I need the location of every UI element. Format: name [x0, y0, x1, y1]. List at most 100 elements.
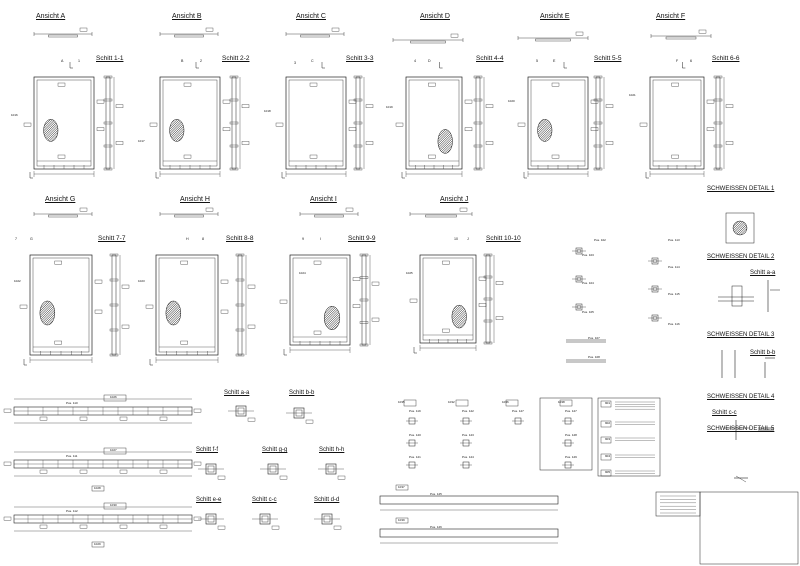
section-title: Schitt a-a: [224, 390, 250, 396]
weld-detail-line: [735, 475, 747, 483]
pos-item: Pos. 102: [594, 238, 606, 242]
position-label: 1026: [110, 395, 117, 399]
beam-tag: [103, 502, 127, 510]
dimension-bubble: [149, 122, 158, 127]
legend-id-box: [600, 453, 612, 461]
section-mark: 1: [78, 59, 80, 63]
section-profile: [475, 76, 481, 170]
weld-detail-frame: [725, 212, 755, 244]
pos-item: Pos. 122: [462, 409, 474, 413]
section-title: Schitt f-f: [196, 447, 219, 453]
dimension-bubble: [145, 304, 154, 309]
legend-id: 901: [605, 401, 611, 405]
dimension-bubble: [671, 154, 679, 159]
dimension-bubble: [39, 469, 48, 474]
section-detail: [593, 98, 603, 102]
beam-tag: [91, 485, 105, 492]
dimension-bubble: [193, 516, 202, 521]
section-mark: C: [311, 59, 314, 63]
section-title: Schitt 3-3: [346, 55, 374, 62]
position-label: 1036: [502, 400, 509, 404]
dimension-bubble: [605, 141, 614, 145]
position-label: 1038: [558, 400, 565, 404]
view-title: Ansicht C: [296, 13, 326, 20]
section-detail: [713, 144, 723, 148]
section-detail: [229, 167, 239, 171]
top-view-profile: [48, 34, 78, 38]
dimension-bubble: [365, 141, 374, 145]
dimension-bubble: [3, 516, 12, 521]
view-title: Ansicht I: [310, 196, 337, 203]
dimension-bubble: [337, 475, 346, 480]
beam-tag: [103, 447, 127, 455]
dimension-bubble: [79, 469, 88, 474]
hatched-opening: [437, 129, 453, 154]
section-detail: [359, 253, 369, 257]
frame-inner: [422, 257, 474, 341]
view-title: Ansicht D: [420, 13, 450, 20]
dimension-bubble: [706, 99, 715, 104]
hatched-opening: [537, 119, 553, 142]
frame-inner: [408, 79, 460, 167]
dimension-bubble: [551, 154, 560, 159]
dimension-bubble: [409, 298, 418, 303]
section-mark: G: [30, 237, 33, 241]
dimension-bubble: [57, 82, 66, 87]
dimension-bubble: [54, 340, 62, 345]
detail-title: SCHWEISSEN DETAIL 3: [707, 332, 775, 338]
frame-inner: [162, 79, 218, 167]
position-label: 1016: [11, 113, 18, 117]
dimension-bubble: [345, 207, 354, 212]
dimension-bubble: [639, 122, 648, 127]
section-detail: [109, 328, 119, 332]
section-detail: [103, 144, 113, 148]
section-detail: [473, 75, 483, 79]
group-tag: [455, 399, 469, 407]
position-label: 1035: [398, 400, 405, 404]
section-detail: [483, 319, 493, 323]
position-label: 1022: [14, 279, 21, 283]
section-mark: 6: [690, 59, 692, 63]
hatched-opening: [165, 300, 182, 326]
section-title: Schitt 5-5: [594, 55, 622, 62]
group-tag: [505, 399, 519, 407]
profile-inner: [653, 259, 657, 263]
dimension-bubble: [23, 122, 32, 127]
section-profile: [595, 76, 601, 170]
section-detail: [473, 144, 483, 148]
section-profile: [231, 76, 237, 170]
section-mark: 5: [536, 59, 538, 63]
section-detail: [353, 121, 363, 125]
profile-inner: [577, 249, 581, 253]
section-mark: 7: [15, 237, 17, 241]
section-title: Schitt 6-6: [712, 55, 740, 62]
legend-id: 904: [605, 454, 611, 458]
dimension-bubble: [575, 31, 584, 36]
top-view-profile: [410, 40, 446, 44]
legend-id: 905: [605, 470, 611, 474]
section-title: Schitt a-a: [750, 270, 776, 276]
dimension-bubble: [205, 27, 214, 32]
legend-id-box: [600, 436, 612, 444]
dimension-bubble: [348, 99, 357, 104]
section-detail: [593, 144, 603, 148]
section-profile: [715, 76, 721, 170]
section-title: Schitt e-e: [196, 497, 222, 503]
flat-bar: [379, 528, 559, 538]
section-title: Schitt b-b: [750, 350, 776, 356]
dimension-bubble: [333, 525, 342, 530]
section-detail: [235, 353, 245, 357]
section-detail: [483, 253, 493, 257]
weld-detail-hatch: [732, 220, 748, 236]
dimension-bubble: [478, 303, 487, 307]
dimension-bubble: [395, 122, 404, 127]
pos-item: Pos. 127: [565, 409, 577, 413]
dimension-bubble: [94, 279, 103, 284]
detail-title: SCHWEISSEN DETAIL 1: [707, 186, 775, 192]
profile-inner: [577, 277, 581, 281]
dimension-bubble: [54, 260, 62, 265]
pos-item: Pos. 121: [409, 455, 421, 459]
dimension-bubble: [79, 207, 88, 212]
section-mark: 10: [454, 237, 458, 241]
position-label: 1032: [448, 400, 455, 404]
